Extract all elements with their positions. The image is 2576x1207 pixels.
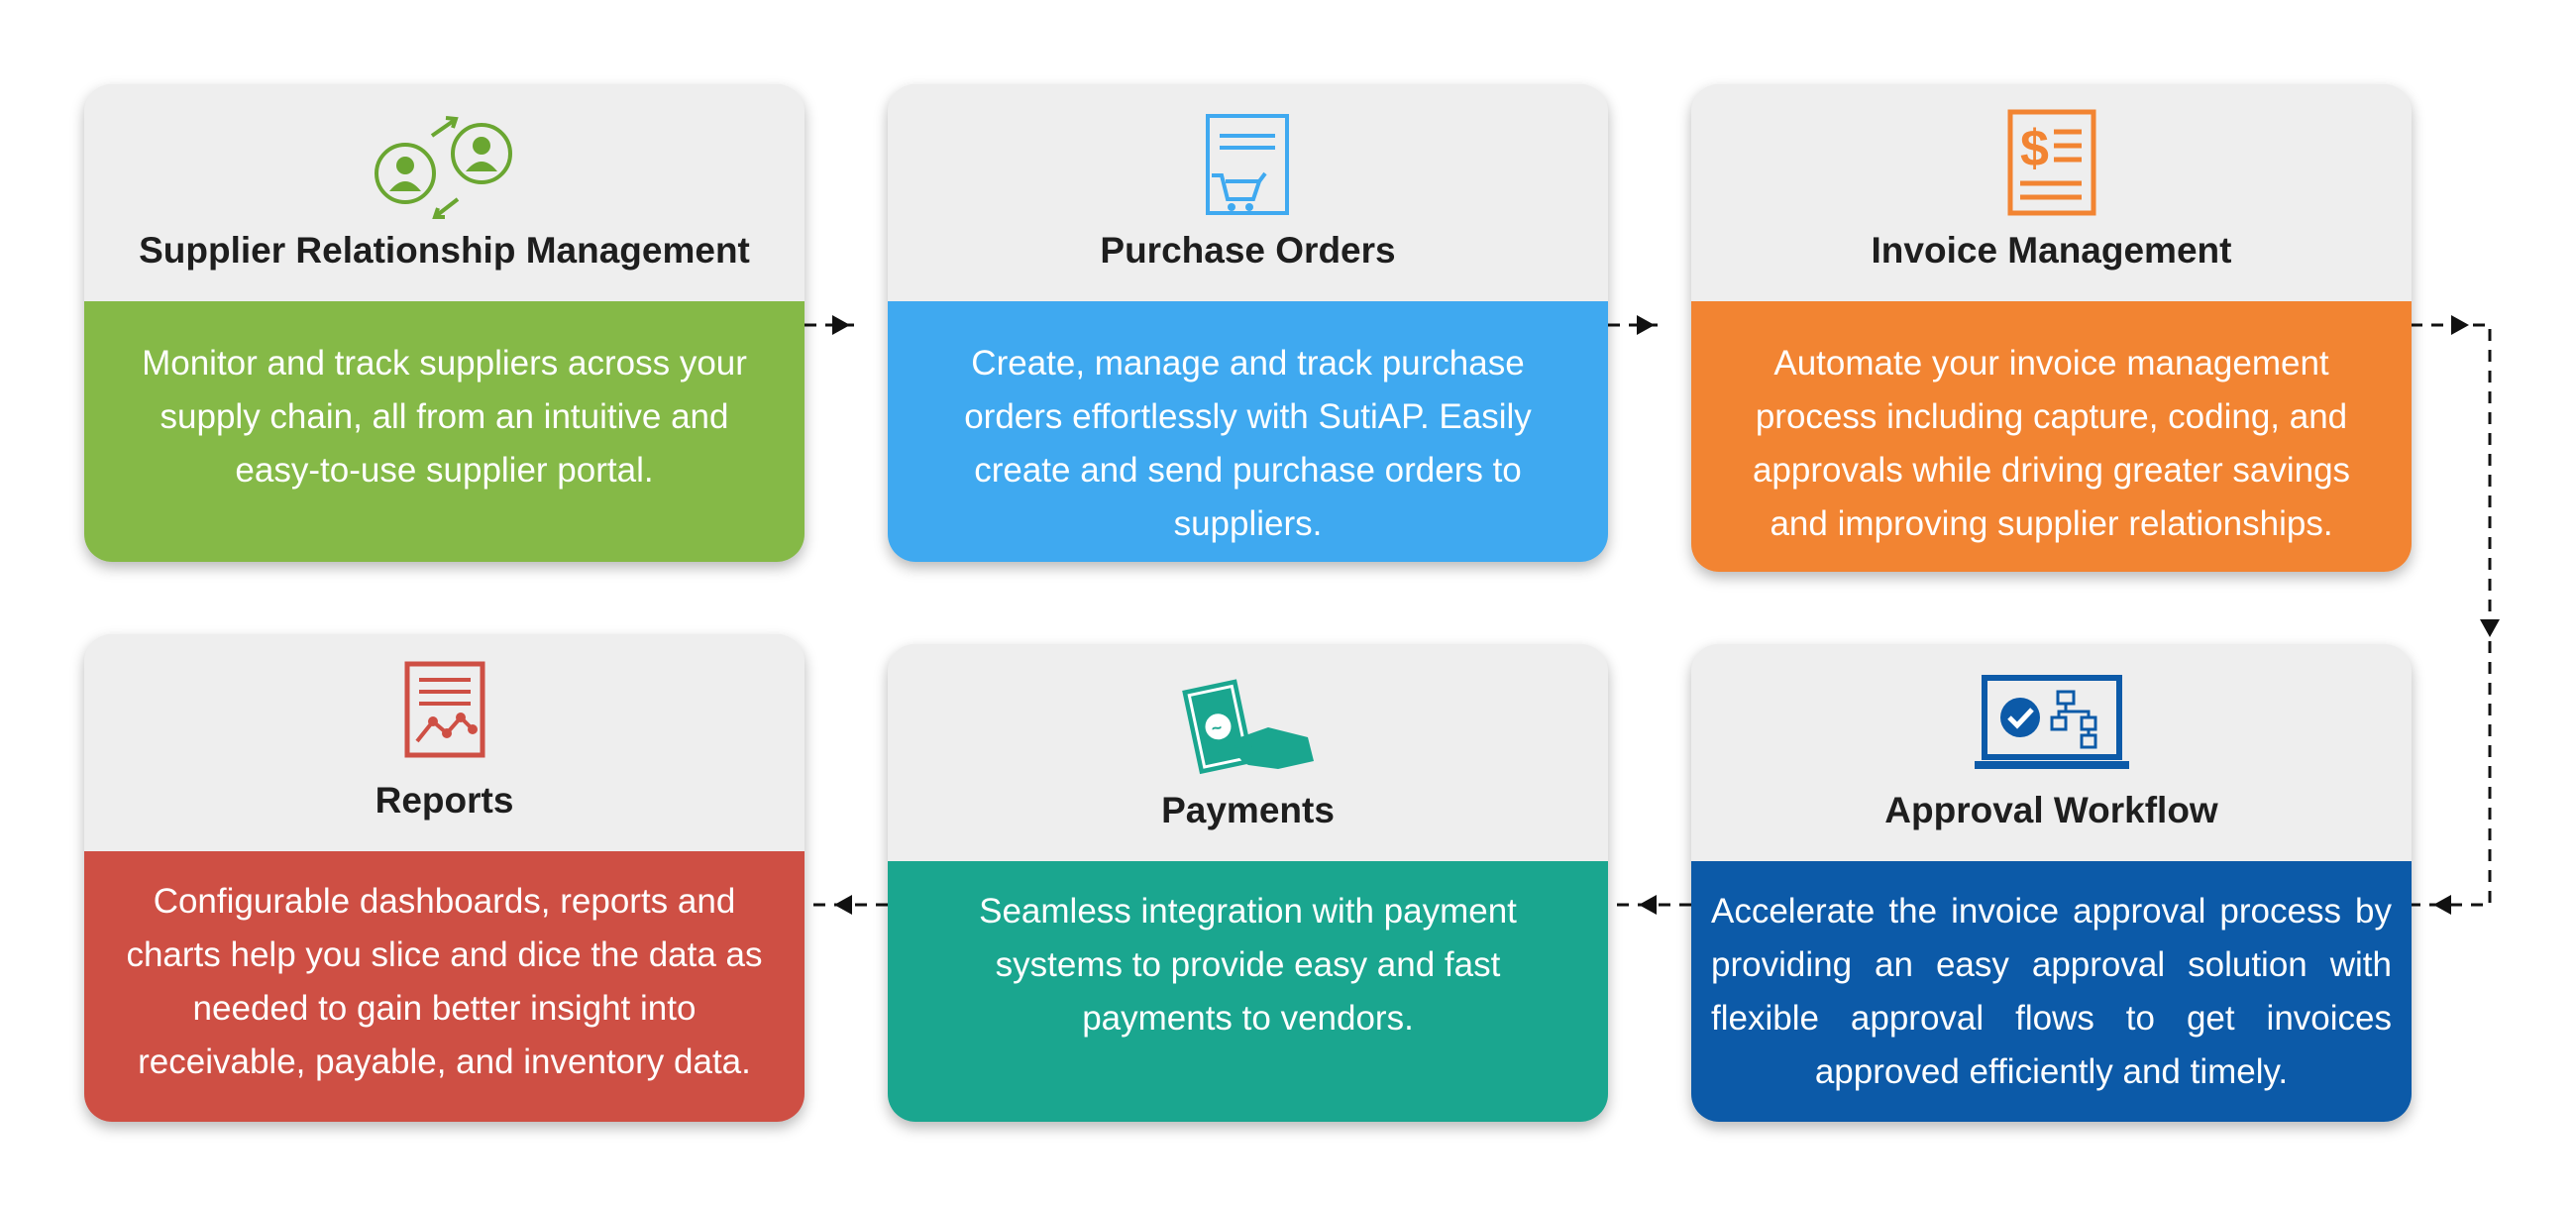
card-header: Reports: [84, 634, 805, 851]
card-title: Approval Workflow: [1884, 790, 2218, 830]
card-header: Approval Workflow: [1691, 644, 2412, 861]
card-title: Invoice Management: [1871, 230, 2232, 271]
arrowhead: [1639, 895, 1657, 915]
payment-icon: ~: [1179, 670, 1318, 784]
arrowhead: [834, 895, 852, 915]
card-title: Purchase Orders: [1100, 230, 1396, 271]
card-header: $ Invoice Management: [1691, 84, 2412, 301]
invoice-icon: $: [2006, 108, 2097, 222]
card-header: ~ Payments: [888, 644, 1608, 861]
arrowhead: [2451, 315, 2469, 335]
card-purchase-orders: Purchase Orders Create, manage and track…: [888, 84, 1608, 562]
card-description: Automate your invoice management process…: [1691, 301, 2412, 572]
report-icon: [403, 660, 486, 764]
svg-text:~: ~: [1209, 717, 1223, 739]
purchase-order-icon: [1204, 112, 1293, 222]
card-header: Supplier Relationship Management: [84, 84, 805, 301]
card-approval-workflow: Approval Workflow Accelerate the invoice…: [1691, 644, 2412, 1122]
card-supplier-relationship: Supplier Relationship Management Monitor…: [84, 84, 805, 562]
card-reports: Reports Configurable dashboards, reports…: [84, 634, 805, 1122]
card-title: Supplier Relationship Management: [139, 230, 750, 271]
card-description: Monitor and track suppliers across your …: [84, 301, 805, 562]
card-description: Accelerate the invoice approval process …: [1691, 861, 2412, 1122]
card-description: Configurable dashboards, reports and cha…: [84, 851, 805, 1122]
card-title: Payments: [1161, 790, 1335, 830]
arrowhead: [1637, 315, 1655, 335]
arrowhead: [2433, 895, 2451, 915]
svg-text:$: $: [2020, 120, 2049, 177]
approval-workflow-icon: [1973, 674, 2131, 778]
arrow-invoice-to-approval: [2411, 323, 2492, 907]
arrowhead: [2480, 619, 2500, 637]
arrowhead: [832, 315, 850, 335]
supplier-relationship-icon: [371, 114, 519, 228]
card-title: Reports: [375, 780, 514, 821]
card-description: Create, manage and track purchase orders…: [888, 301, 1608, 562]
card-description: Seamless integration with payment system…: [888, 861, 1608, 1122]
card-payments: ~ Payments Seamless integration with pay…: [888, 644, 1608, 1122]
card-header: Purchase Orders: [888, 84, 1608, 301]
card-invoice-management: $ Invoice Management Automate your invoi…: [1691, 84, 2412, 572]
